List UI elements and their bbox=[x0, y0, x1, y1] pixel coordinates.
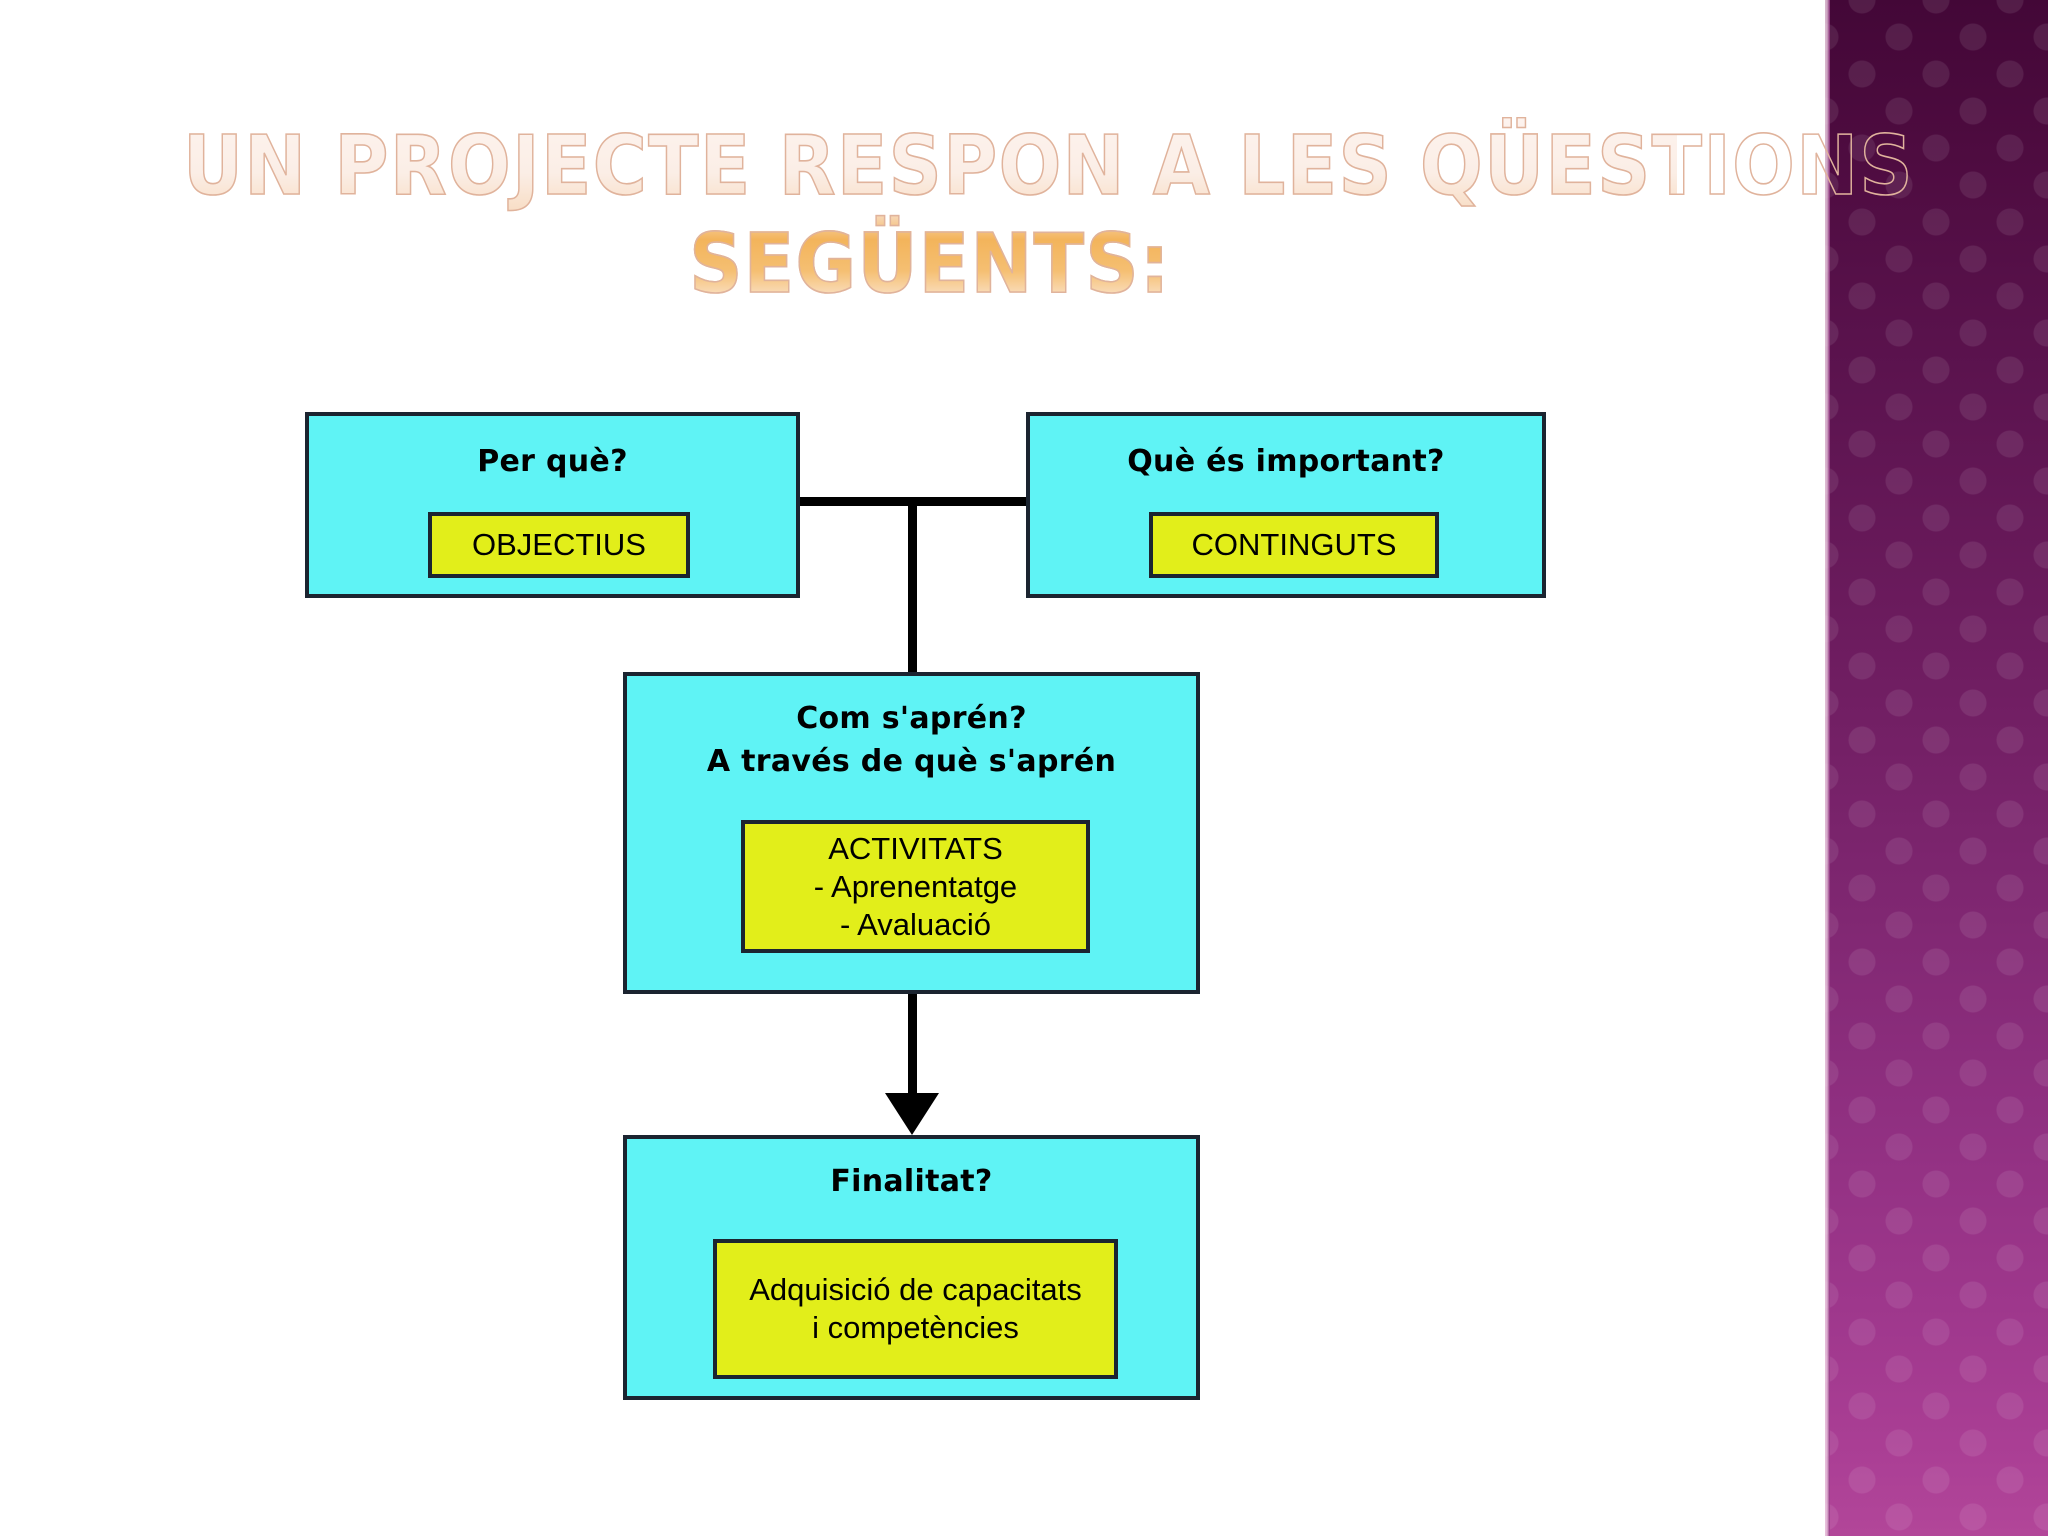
decorative-side-panel bbox=[1825, 0, 2048, 1536]
node-continguts-question: Què és important? bbox=[1127, 444, 1445, 479]
node-finalitat-chip[interactable]: Adquisició de capacitats i competències bbox=[713, 1239, 1118, 1379]
chip-line: CONTINGUTS bbox=[1191, 527, 1397, 562]
node-continguts-chip[interactable]: CONTINGUTS bbox=[1149, 512, 1439, 578]
chip-line: - Aprenentatge bbox=[813, 868, 1018, 904]
chip-line: ACTIVITATS bbox=[828, 830, 1003, 866]
node-continguts[interactable]: Què és important? CONTINGUTS bbox=[1026, 412, 1546, 598]
node-finalitat-question: Finalitat? bbox=[830, 1164, 993, 1199]
node-activitats-question-line-1: Com s'aprén? bbox=[796, 701, 1027, 736]
connector-vertical-to-activitats bbox=[908, 497, 917, 673]
title-line-2: següents: bbox=[689, 216, 1171, 313]
connector-arrow-head bbox=[885, 1093, 939, 1135]
chip-line: - Avaluació bbox=[839, 906, 992, 942]
page-title: Un projecte respon a les qüestions següe… bbox=[182, 118, 1914, 314]
chip-line: OBJECTIUS bbox=[472, 527, 646, 562]
chip-line: Adquisició de capacitats bbox=[749, 1272, 1082, 1307]
side-panel-pattern bbox=[1825, 0, 2048, 1536]
node-activitats-chip[interactable]: ACTIVITATS - Aprenentatge - Avaluació bbox=[741, 820, 1090, 953]
node-finalitat[interactable]: Finalitat? Adquisició de capacitats i co… bbox=[623, 1135, 1200, 1400]
connector-arrow-shaft bbox=[908, 990, 917, 1109]
node-activitats[interactable]: Com s'aprén? A través de què s'aprén ACT… bbox=[623, 672, 1200, 994]
node-objectius-chip[interactable]: OBJECTIUS bbox=[428, 512, 690, 578]
node-objectius[interactable]: Per què? OBJECTIUS bbox=[305, 412, 800, 598]
chip-line: i competències bbox=[812, 1310, 1019, 1345]
side-panel-edge-highlight bbox=[1825, 0, 1830, 1536]
title-line-1: Un projecte respon a les qüestions bbox=[182, 118, 1914, 215]
node-objectius-question: Per què? bbox=[477, 444, 628, 479]
node-activitats-question-line-2: A través de què s'aprén bbox=[706, 744, 1117, 779]
